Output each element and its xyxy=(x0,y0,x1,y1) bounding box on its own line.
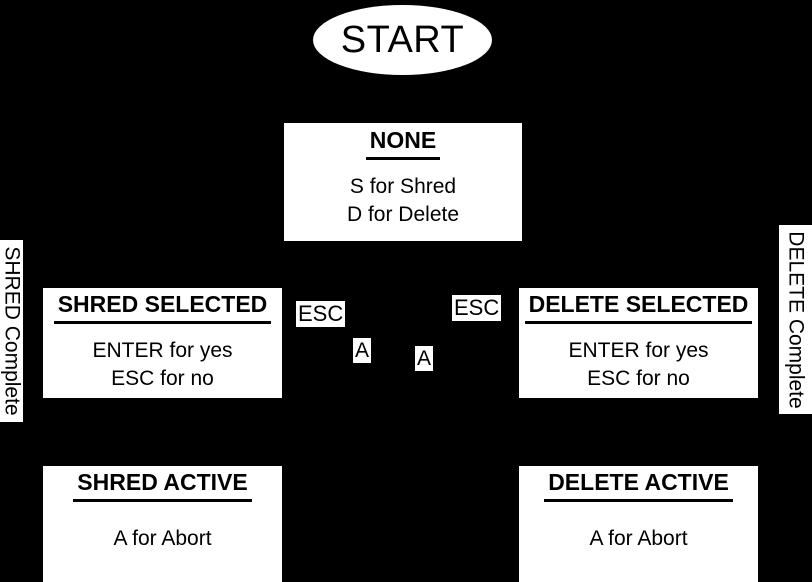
state-none-body: S for Shred D for Delete xyxy=(284,163,522,241)
state-none-title: NONE xyxy=(365,127,441,160)
state-delete-active[interactable]: DELETE ACTIVE A for Abort xyxy=(519,466,758,582)
state-delete-active-body: A for Abort xyxy=(519,505,758,582)
state-delete-selected-line-2: ESC for no xyxy=(587,366,690,390)
state-none-title-row: NONE xyxy=(284,123,522,163)
edge-label-abort-shred: A xyxy=(353,338,372,363)
state-delete-active-line-1: A for Abort xyxy=(589,527,688,550)
start-node-label: START xyxy=(340,19,465,61)
state-shred-selected-title: SHRED SELECTED xyxy=(53,291,272,324)
state-delete-selected-title: DELETE SELECTED xyxy=(524,291,753,324)
state-none[interactable]: NONE S for Shred D for Delete xyxy=(284,123,522,241)
state-none-line-2: D for Delete xyxy=(346,202,460,226)
state-delete-selected-line-1: ENTER for yes xyxy=(568,339,709,362)
edge-label-delete-complete: DELETE Complete xyxy=(779,225,812,414)
state-delete-active-title-row: DELETE ACTIVE xyxy=(519,466,758,505)
edge-label-abort-delete: A xyxy=(415,346,434,371)
edge-label-esc-delete: ESC xyxy=(452,295,502,321)
edge-label-shred-complete-text: SHRED Complete xyxy=(0,246,24,416)
state-shred-active-title: SHRED ACTIVE xyxy=(73,469,252,502)
state-shred-selected-body: ENTER for yes ESC for no xyxy=(43,327,282,398)
state-delete-selected-body: ENTER for yes ESC for no xyxy=(519,327,758,398)
state-shred-selected-title-row: SHRED SELECTED xyxy=(43,288,282,327)
edge-label-shred-complete: SHRED Complete xyxy=(0,240,24,422)
state-shred-active-body: A for Abort xyxy=(43,505,282,582)
state-shred-active-line-1: A for Abort xyxy=(113,527,212,550)
state-shred-selected-line-2: ESC for no xyxy=(111,366,214,390)
state-none-line-1: S for Shred xyxy=(349,175,457,198)
state-delete-active-title: DELETE ACTIVE xyxy=(544,469,733,502)
state-shred-active[interactable]: SHRED ACTIVE A for Abort xyxy=(43,466,282,582)
start-node[interactable]: START xyxy=(313,5,492,75)
state-shred-selected-line-1: ENTER for yes xyxy=(92,339,233,362)
state-shred-active-title-row: SHRED ACTIVE xyxy=(43,466,282,505)
state-delete-selected[interactable]: DELETE SELECTED ENTER for yes ESC for no xyxy=(519,288,758,398)
edge-label-esc-shred: ESC xyxy=(296,301,346,327)
state-delete-selected-title-row: DELETE SELECTED xyxy=(519,288,758,327)
edge-label-delete-complete-text: DELETE Complete xyxy=(784,230,808,409)
state-shred-selected[interactable]: SHRED SELECTED ENTER for yes ESC for no xyxy=(43,288,282,398)
